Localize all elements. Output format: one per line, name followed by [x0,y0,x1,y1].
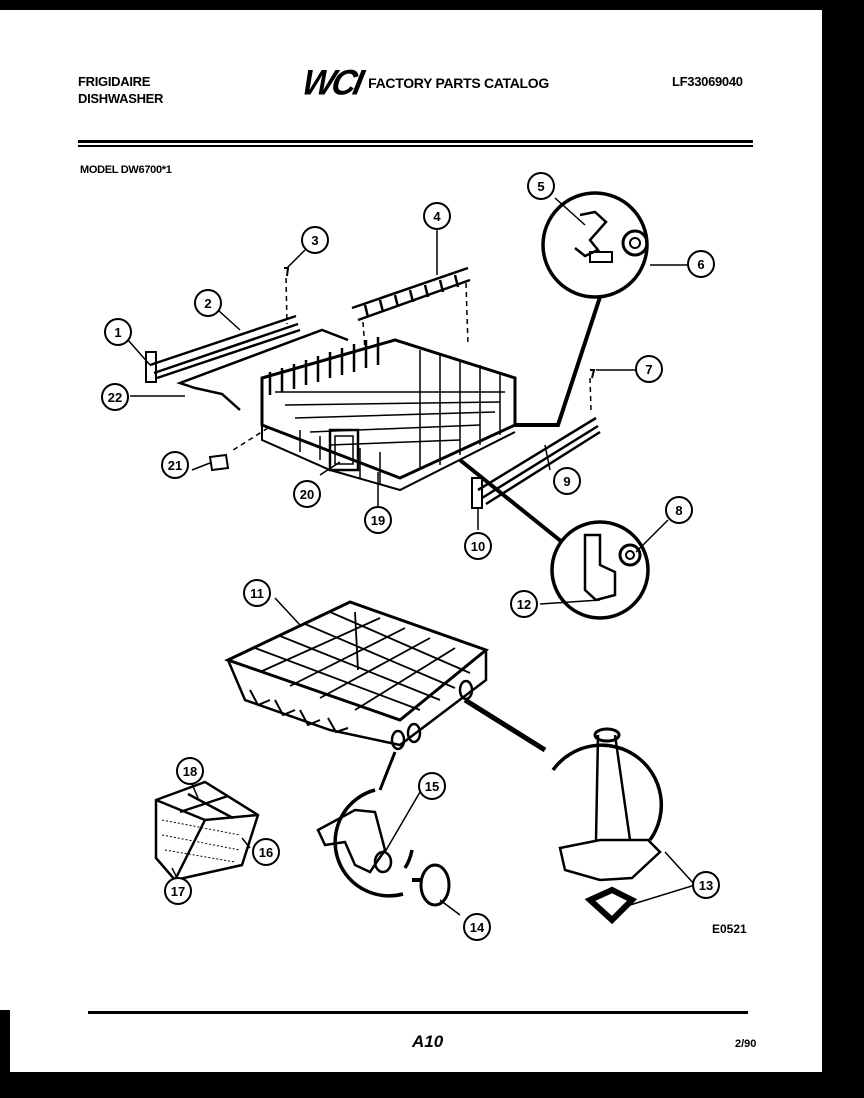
brand-name: FRIGIDAIRE [78,74,151,89]
scan-edge-mark [0,1010,10,1072]
svg-text:3: 3 [311,233,318,248]
catalog-page: FRIGIDAIRE DISHWASHER WCI FACTORY PARTS … [0,10,822,1072]
header-divider-top [78,140,753,143]
callout-10: 10 [464,532,492,560]
screw-icon [284,267,290,277]
rack-ladder-icon [351,266,471,322]
callout-18: 18 [176,757,204,785]
lower-roller-bracket-icon [316,808,387,874]
page-number: A10 [412,1032,444,1051]
svg-text:5: 5 [537,179,544,194]
detail-circle-lower-roller [333,788,404,898]
callout-3: 3 [301,226,329,254]
svg-text:17: 17 [171,884,185,899]
model-number: MODEL DW6700*1 [80,164,172,176]
callout-16: 16 [252,838,280,866]
header-divider-bottom [78,145,753,147]
drawing-code: E0521 [712,922,747,936]
callout-6: 6 [687,250,715,278]
wash-arm-support-icon [594,734,632,841]
svg-text:19: 19 [371,513,385,528]
svg-text:10: 10 [471,539,485,554]
callout-21: 21 [161,451,189,479]
exploded-parts-diagram: 1 2 3 4 5 6 7 8 9 10 11 12 13 14 15 16 1… [101,172,720,941]
rail-stop-icon [583,533,617,602]
callout-13: 13 [692,871,720,899]
svg-text:21: 21 [168,458,182,473]
svg-text:22: 22 [108,390,122,405]
upper-rack-icon [260,337,517,492]
brand-block: FRIGIDAIRE DISHWASHER [78,73,163,107]
callout-17: 17 [164,877,192,905]
svg-text:15: 15 [425,779,439,794]
svg-text:8: 8 [675,503,682,518]
svg-text:11: 11 [250,586,264,601]
callout-1: 1 [104,318,132,346]
footer-divider [88,1011,748,1014]
detail-circle-rail-stop [550,520,650,620]
callout-14: 14 [463,913,491,941]
left-rack-rail-icon [145,314,301,383]
callout-19: 19 [364,506,392,534]
svg-text:14: 14 [470,920,485,935]
roller-bracket-icon [574,210,608,258]
lower-rack-icon [224,600,490,751]
svg-text:4: 4 [433,209,441,224]
callout-22: 22 [101,383,129,411]
callout-11: 11 [243,579,271,607]
svg-text:18: 18 [183,764,197,779]
svg-text:16: 16 [259,845,273,860]
roller-wheel-icon [621,229,649,257]
catalog-title: FACTORY PARTS CATALOG [368,74,549,91]
svg-text:20: 20 [300,487,314,502]
callout-12: 12 [510,590,538,618]
callout-7: 7 [635,355,663,383]
silverware-basket-icon [154,780,260,882]
callout-4: 4 [423,202,451,230]
svg-text:9: 9 [563,474,570,489]
stop-wheel-icon [618,543,642,567]
svg-text:12: 12 [517,597,531,612]
callout-5: 5 [527,172,555,200]
callout-15: 15 [418,772,446,800]
callout-9: 9 [553,467,581,495]
detail-circle-wash-arm-support [551,743,664,842]
wire-icon [176,328,349,411]
callout-2: 2 [194,289,222,317]
revision-date: 2/90 [735,1038,757,1050]
screw-icon-2 [590,369,596,379]
leader-lines [127,197,696,916]
grommet-icon [584,886,638,925]
catalog-number: LF33069040 [672,74,743,89]
right-rack-rail-icon [471,416,601,509]
svg-text:1: 1 [114,325,121,340]
svg-text:13: 13 [699,878,713,893]
callout-20: 20 [293,480,321,508]
callout-8: 8 [665,496,693,524]
svg-text:2: 2 [204,296,211,311]
product-type: DISHWASHER [78,91,164,106]
callouts: 1 2 3 4 5 6 7 8 9 10 11 12 13 14 15 16 1… [101,172,720,941]
svg-text:7: 7 [645,362,652,377]
svg-text:6: 6 [697,257,704,272]
catalog-header: WCI FACTORY PARTS CATALOG [299,63,550,103]
clip-icon [208,453,230,472]
lower-wheel-icon [419,863,451,907]
